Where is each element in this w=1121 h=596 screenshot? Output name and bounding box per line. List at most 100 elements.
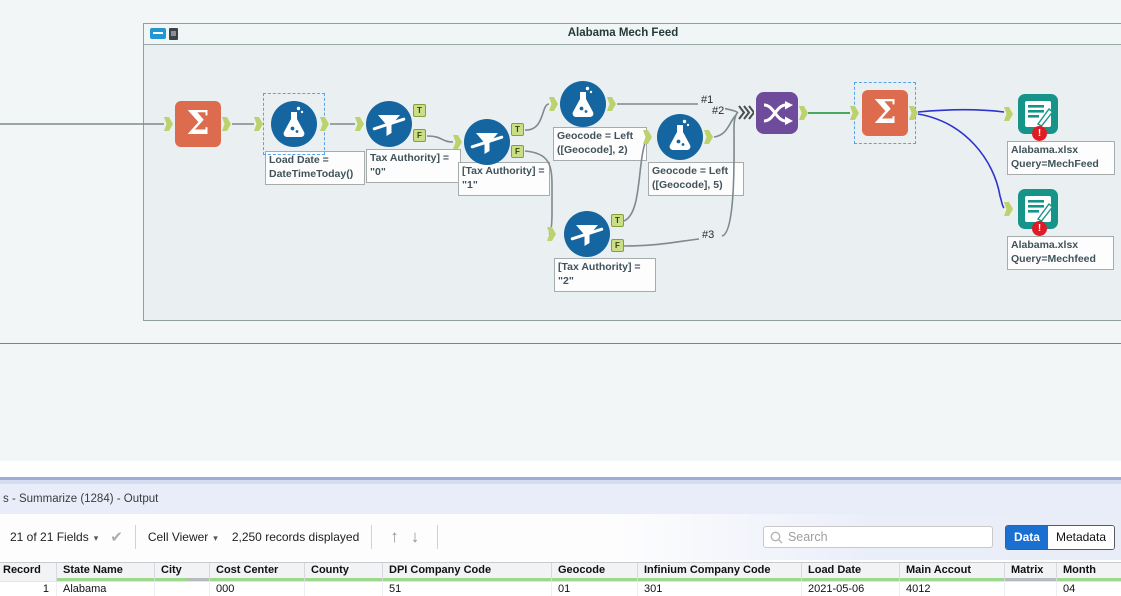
column-header-matrix[interactable]: Matrix — [1005, 563, 1057, 581]
filter3-false-anchor[interactable]: F — [611, 239, 624, 252]
funnel-icon — [564, 211, 610, 257]
column-header-city[interactable]: City — [155, 563, 210, 581]
sigma-icon: Σ — [175, 101, 221, 147]
panel-splitter[interactable] — [0, 477, 1121, 484]
union-multi-input-anchor[interactable] — [738, 105, 754, 120]
filter-tool-1[interactable] — [366, 101, 412, 152]
annotation-formula-load-date[interactable]: Load Date = DateTimeToday() — [265, 151, 365, 185]
output1-input-anchor[interactable] — [1004, 107, 1013, 121]
cell-infinium-company-code[interactable]: 301 — [638, 582, 802, 596]
minus-icon — [153, 32, 163, 34]
cell-record[interactable]: 1 — [0, 582, 57, 596]
filter1-input-anchor[interactable] — [355, 117, 364, 131]
summarize-tool-1[interactable]: Σ — [175, 101, 221, 147]
column-header-load-date[interactable]: Load Date — [802, 563, 900, 581]
funnel-icon — [464, 119, 510, 165]
search-box[interactable] — [762, 526, 993, 548]
error-badge[interactable]: ! — [1032, 126, 1047, 141]
column-header-state-name[interactable]: State Name — [57, 563, 155, 581]
container-collapse-toggle[interactable] — [150, 28, 166, 39]
column-header-main-accout[interactable]: Main Accout — [900, 563, 1005, 581]
apply-check-icon[interactable]: ✔ — [110, 529, 123, 546]
filter-tool-2[interactable] — [464, 119, 510, 170]
container-header[interactable]: Alabama Mech Feed — [144, 24, 1121, 45]
cell-city[interactable] — [155, 582, 210, 596]
results-toolbar: 21 of 21 Fields▾ ✔ Cell Viewer▾ 2,250 re… — [0, 514, 1121, 560]
output2-input-anchor[interactable] — [1004, 202, 1013, 216]
union-icon — [756, 92, 798, 134]
union-output-anchor[interactable] — [799, 106, 808, 120]
flask-icon — [560, 81, 606, 127]
toolbar-divider — [371, 525, 373, 549]
wire-label-2: #2 — [711, 105, 726, 117]
formula-tool-3[interactable] — [657, 114, 703, 165]
fields-dropdown[interactable]: 21 of 21 Fields▾ — [10, 530, 99, 544]
results-panel: s - Summarize (1284) - Output 21 of 21 F… — [0, 484, 1121, 596]
union-tool[interactable] — [756, 92, 798, 139]
records-count: 2,250 records displayed — [231, 530, 360, 544]
formula-tool-1[interactable] — [271, 101, 317, 152]
summarize2-input-anchor[interactable] — [850, 106, 859, 120]
grid-header-row: Record State Name City Cost Center Count… — [0, 563, 1121, 581]
column-header-infinium-company-code[interactable]: Infinium Company Code — [638, 563, 802, 581]
chevron-down-icon: ▾ — [213, 533, 218, 543]
summarize1-input-anchor[interactable] — [164, 117, 173, 131]
cell-dpi-company-code[interactable]: 51 — [383, 582, 552, 596]
tab-metadata[interactable]: Metadata — [1047, 525, 1114, 549]
formula2-output-anchor[interactable] — [607, 97, 616, 111]
column-header-dpi-company-code[interactable]: DPI Company Code — [383, 563, 552, 581]
annotation-filter-tax2[interactable]: [Tax Authority] = "2" — [554, 258, 656, 292]
outer-container-border — [0, 343, 1121, 344]
summarize2-output-anchor[interactable] — [909, 106, 918, 120]
cell-cost-center[interactable]: 000 — [210, 582, 305, 596]
scroll-down-button[interactable]: ↓ — [410, 527, 420, 546]
filter2-input-anchor[interactable] — [453, 135, 462, 149]
cell-matrix[interactable] — [1005, 582, 1057, 596]
search-input[interactable] — [787, 530, 986, 544]
cell-main-accout[interactable]: 4012 — [900, 582, 1005, 596]
filter2-false-anchor[interactable]: F — [511, 145, 524, 158]
output-tool-1[interactable] — [1018, 94, 1058, 139]
results-grid: Record State Name City Cost Center Count… — [0, 562, 1121, 596]
filter3-true-anchor[interactable]: T — [611, 214, 624, 227]
annotation-output-1[interactable]: Alabama.xlsx Query=MechFeed — [1007, 141, 1115, 175]
filter1-false-anchor[interactable]: F — [413, 129, 426, 142]
filter-tool-3[interactable] — [564, 211, 610, 262]
workflow-canvas[interactable]: Alabama Mech Feed Load Date = DateTimeTo… — [0, 0, 1121, 461]
scroll-up-button[interactable]: ↑ — [390, 527, 399, 546]
sigma-icon: Σ — [862, 90, 908, 136]
summarize-tool-2[interactable]: Σ — [862, 90, 908, 136]
filter2-true-anchor[interactable]: T — [511, 123, 524, 136]
formula1-input-anchor[interactable] — [254, 117, 263, 131]
wire-label-1: #1 — [700, 94, 715, 106]
annotation-output-2[interactable]: Alabama.xlsx Query=Mechfeed — [1007, 236, 1114, 270]
formula-tool-2[interactable] — [560, 81, 606, 132]
summarize1-output-anchor[interactable] — [222, 117, 231, 131]
cell-viewer-dropdown[interactable]: Cell Viewer▾ — [147, 530, 218, 544]
annotation-formula-geocode2[interactable]: Geocode = Left ([Geocode], 2) — [553, 127, 647, 161]
column-header-county[interactable]: County — [305, 563, 383, 581]
cell-load-date[interactable]: 2021-05-06 — [802, 582, 900, 596]
cell-month[interactable]: 04 — [1057, 582, 1121, 596]
filter1-true-anchor[interactable]: T — [413, 104, 426, 117]
column-header-cost-center[interactable]: Cost Center — [210, 563, 305, 581]
column-header-record[interactable]: Record — [0, 563, 57, 581]
flask-icon — [657, 114, 703, 160]
cell-county[interactable] — [305, 582, 383, 596]
cell-state-name[interactable]: Alabama — [57, 582, 155, 596]
chevron-down-icon: ▾ — [93, 533, 99, 543]
cell-geocode[interactable]: 01 — [552, 582, 638, 596]
error-badge[interactable]: ! — [1032, 221, 1047, 236]
column-header-geocode[interactable]: Geocode — [552, 563, 638, 581]
toolbar-divider — [437, 525, 439, 549]
column-header-month[interactable]: Month — [1057, 563, 1121, 581]
formula2-input-anchor[interactable] — [549, 97, 558, 111]
data-metadata-toggle: Data Metadata — [1004, 524, 1115, 550]
output-file-icon — [1018, 189, 1058, 229]
formula1-output-anchor[interactable] — [320, 117, 329, 131]
annotation-formula-geocode5[interactable]: Geocode = Left ([Geocode], 5) — [648, 162, 744, 196]
output-tool-2[interactable] — [1018, 189, 1058, 234]
annotation-filter-tax0[interactable]: Tax Authority] = "0" — [366, 149, 461, 183]
tab-data[interactable]: Data — [1005, 525, 1048, 549]
